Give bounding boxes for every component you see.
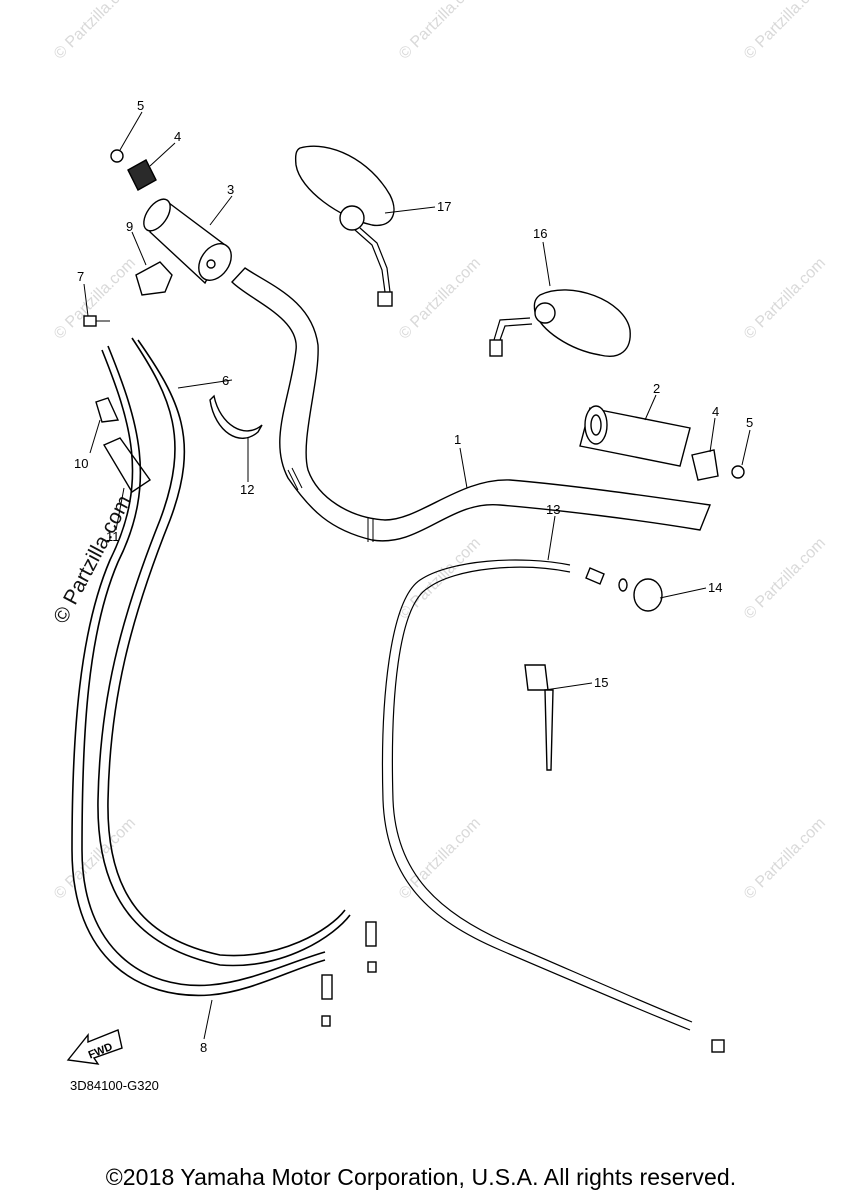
callout-14: 14 [708,580,722,595]
watermark: © Partzilla.com [741,535,829,623]
hose-8 [71,349,326,997]
callout-11: 11 [106,529,120,544]
hose-6-outer [97,337,351,967]
callouts: 1 2 3 4 4 5 5 6 7 8 9 10 11 12 13 14 15 … [74,98,753,1055]
watermark: © Partzilla.com [51,255,139,343]
callout-1: 1 [454,432,461,447]
fwd-arrow: FWD [66,1029,123,1065]
watermark: © Partzilla.com [741,0,829,63]
mirror-right [489,289,631,357]
watermark: © Partzilla.com [396,0,484,63]
hose-fitting [365,921,377,947]
callout-3: 3 [227,182,234,197]
handlebar [231,267,711,542]
callout-4: 4 [174,129,181,144]
watermark: © Partzilla.com [51,0,139,63]
hose-fitting [321,1015,331,1027]
hose-fitting [321,974,333,1000]
callout-7: 7 [77,269,84,284]
callout-5: 5 [137,98,144,113]
mirror-left [294,145,395,307]
callout-13: 13 [546,502,560,517]
clamp-9 [135,261,173,296]
cable-end-fitting [711,1039,725,1053]
diagram-code: 3D84100-G320 [70,1078,159,1093]
clamp-12 [209,394,263,439]
watermark: © Partzilla.com [51,815,139,903]
watermark: © Partzilla.com [741,255,829,343]
watermark: © Partzilla.com [396,815,484,903]
callout-15: 15 [594,675,608,690]
leader-lines [83,111,751,1040]
cable-end [585,567,605,585]
callout-12: 12 [240,482,254,497]
callout-9: 9 [126,219,133,234]
bar-end-left [110,149,157,191]
right-grip [579,405,691,467]
left-grip [143,198,232,285]
callout-4: 4 [712,404,719,419]
hose-6 [107,339,346,957]
callout-2: 2 [653,381,660,396]
callout-5: 5 [746,415,753,430]
bar-end-right [691,449,745,481]
callout-6: 6 [222,373,229,388]
clutch-cable [381,559,691,1031]
watermark: © Partzilla.com [741,815,829,903]
callout-17: 17 [437,199,451,214]
adjuster-14 [618,578,663,612]
watermark: © Partzilla.com [396,255,484,343]
cable-tie-15 [524,664,554,771]
copyright-notice: ©2018 Yamaha Motor Corporation, U.S.A. A… [105,1164,737,1190]
bolt-7 [83,315,110,327]
hose-8-outer [81,345,326,987]
clamp-11 [102,437,151,493]
callout-16: 16 [533,226,547,241]
clutch-cable-outer [391,566,693,1023]
hose-fitting [367,961,377,973]
callout-8: 8 [200,1040,207,1055]
clamp-10 [95,397,120,423]
callout-10: 10 [74,456,88,471]
watermark-large: © Partzilla.com [49,492,136,628]
watermark: © Partzilla.com [396,535,484,623]
